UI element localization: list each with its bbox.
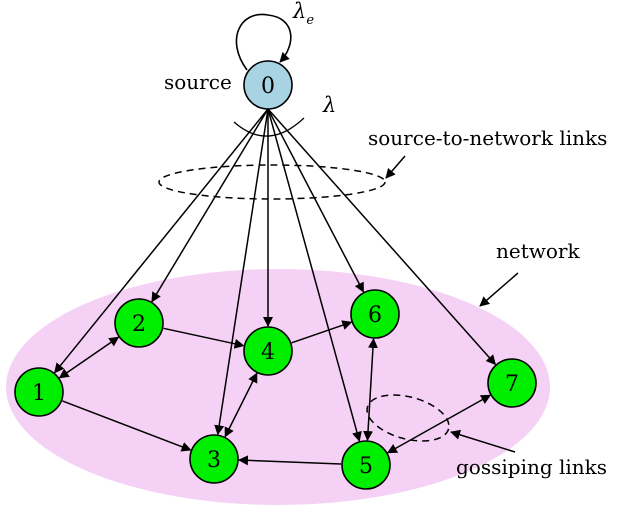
edge-2-to-4 <box>163 327 245 349</box>
source-node: 0 <box>243 60 293 110</box>
self-loop-rate-label: λe <box>292 0 314 28</box>
source-self-loop <box>235 13 292 71</box>
node-label: 5 <box>359 454 373 479</box>
source-rate-arc <box>233 117 305 137</box>
node-label: 1 <box>32 381 46 406</box>
edge-source-to-6 <box>267 108 365 293</box>
node-circle <box>341 440 391 490</box>
edge-source-to-2 <box>151 108 269 303</box>
source-links-dashed-ellipse <box>158 164 386 200</box>
node-label: 2 <box>132 312 146 337</box>
node-label: 7 <box>505 372 519 397</box>
node-label: 0 <box>261 74 275 99</box>
nodes: 0 1 2 3 4 5 6 7 <box>14 60 537 490</box>
edge-4-to-6 <box>291 320 353 344</box>
node-label: 4 <box>261 340 275 365</box>
edge-source-to-7 <box>267 108 497 366</box>
node-label: 3 <box>207 448 221 473</box>
node-2: 2 <box>114 298 164 348</box>
node-1: 1 <box>14 367 64 417</box>
edge-3-4-bidirectional <box>224 372 258 438</box>
edge-1-2-bidirectional <box>58 336 120 379</box>
edge-source-to-5 <box>267 108 362 442</box>
node-6: 6 <box>350 289 400 339</box>
node-5: 5 <box>341 440 391 490</box>
network-label: network <box>496 239 580 263</box>
source-to-network-label: source-to-network links <box>368 126 607 150</box>
source-label: source <box>164 70 232 94</box>
gossiping-links-label: gossiping links <box>456 455 607 479</box>
edge-5-6-bidirectional <box>363 337 378 442</box>
node-circle <box>243 326 293 376</box>
node-3: 3 <box>189 434 239 484</box>
source-links-callout-arrow <box>385 155 406 179</box>
network-callout-arrow <box>479 272 519 307</box>
node-circle <box>114 298 164 348</box>
node-circle <box>350 289 400 339</box>
node-circle <box>14 367 64 417</box>
node-4: 4 <box>243 326 293 376</box>
edge-1-to-3 <box>62 400 192 452</box>
node-label: 6 <box>368 303 382 328</box>
node-circle <box>243 60 293 110</box>
edge-5-7-bidirectional <box>386 394 492 454</box>
edge-5-to-3 <box>237 455 342 466</box>
node-circle <box>189 434 239 484</box>
node-7: 7 <box>487 358 537 408</box>
edge-source-to-1 <box>54 108 269 374</box>
edges <box>54 108 497 466</box>
source-rate-label: λ <box>322 93 336 117</box>
node-circle <box>487 358 537 408</box>
